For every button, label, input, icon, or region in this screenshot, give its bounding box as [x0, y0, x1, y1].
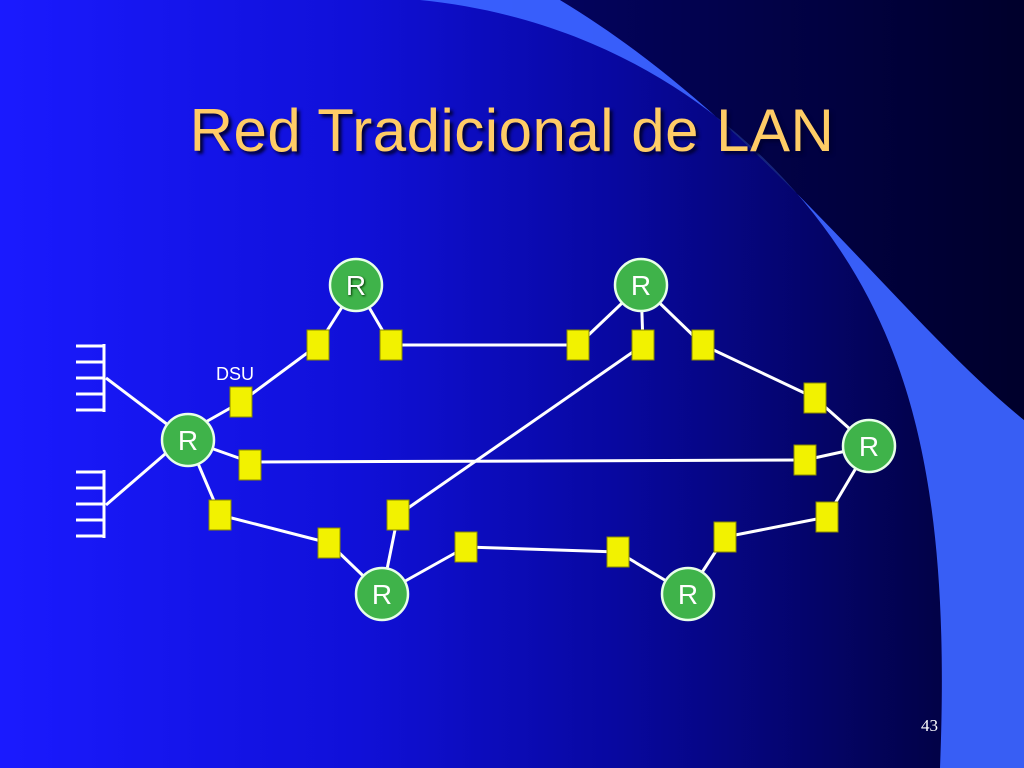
router-top-left: R	[328, 257, 384, 313]
router-label: R	[178, 425, 198, 456]
router-label: R	[859, 431, 879, 462]
dsu-box	[691, 329, 715, 361]
dsu-box	[238, 449, 262, 481]
host-links	[105, 376, 173, 507]
network-links	[186, 283, 871, 596]
link-left-to-bottomleft	[219, 513, 330, 545]
page-number: 43	[921, 716, 938, 735]
link-bottomleft-to-topright	[397, 343, 644, 517]
dsu-box	[815, 501, 839, 533]
host-link-upper	[105, 376, 173, 430]
routers: R R R R R R	[160, 257, 897, 622]
router-right: R	[841, 418, 897, 474]
router-left: R	[160, 412, 216, 468]
host-group-lower	[76, 470, 106, 538]
dsu-box	[566, 329, 590, 361]
dsu-box	[454, 531, 478, 563]
dsu-box	[379, 329, 403, 361]
router-top-right: R	[613, 257, 669, 313]
dsu-box	[317, 527, 341, 559]
router-bottom-left: R	[354, 566, 410, 622]
router-label: R	[678, 579, 698, 610]
router-bottom-right: R	[660, 566, 716, 622]
dsu-box	[793, 444, 817, 476]
dsu-box	[631, 329, 655, 361]
link-bottomleft-to-bottomright	[465, 545, 619, 554]
link-left-to-topleft	[240, 343, 319, 404]
router-label: R	[631, 270, 651, 301]
dsu-box	[386, 499, 410, 531]
dsu-box	[208, 499, 232, 531]
link-bottomright-to-right	[724, 515, 828, 539]
link-topright-to-right	[702, 343, 816, 400]
host-link-lower	[105, 446, 173, 507]
dsu-label: DSU	[216, 364, 254, 384]
dsu-box	[306, 329, 330, 361]
dsu-devices	[208, 329, 839, 568]
router-label: R	[372, 579, 392, 610]
slide-title: Red Tradicional de LAN	[189, 97, 835, 164]
dsu-box	[803, 382, 827, 414]
host-group-upper	[76, 344, 106, 412]
dsu-box	[606, 536, 630, 568]
dsu-box	[713, 521, 737, 553]
dsu-box	[229, 386, 253, 418]
router-label: R	[346, 270, 366, 301]
link-left-to-right	[249, 458, 806, 464]
